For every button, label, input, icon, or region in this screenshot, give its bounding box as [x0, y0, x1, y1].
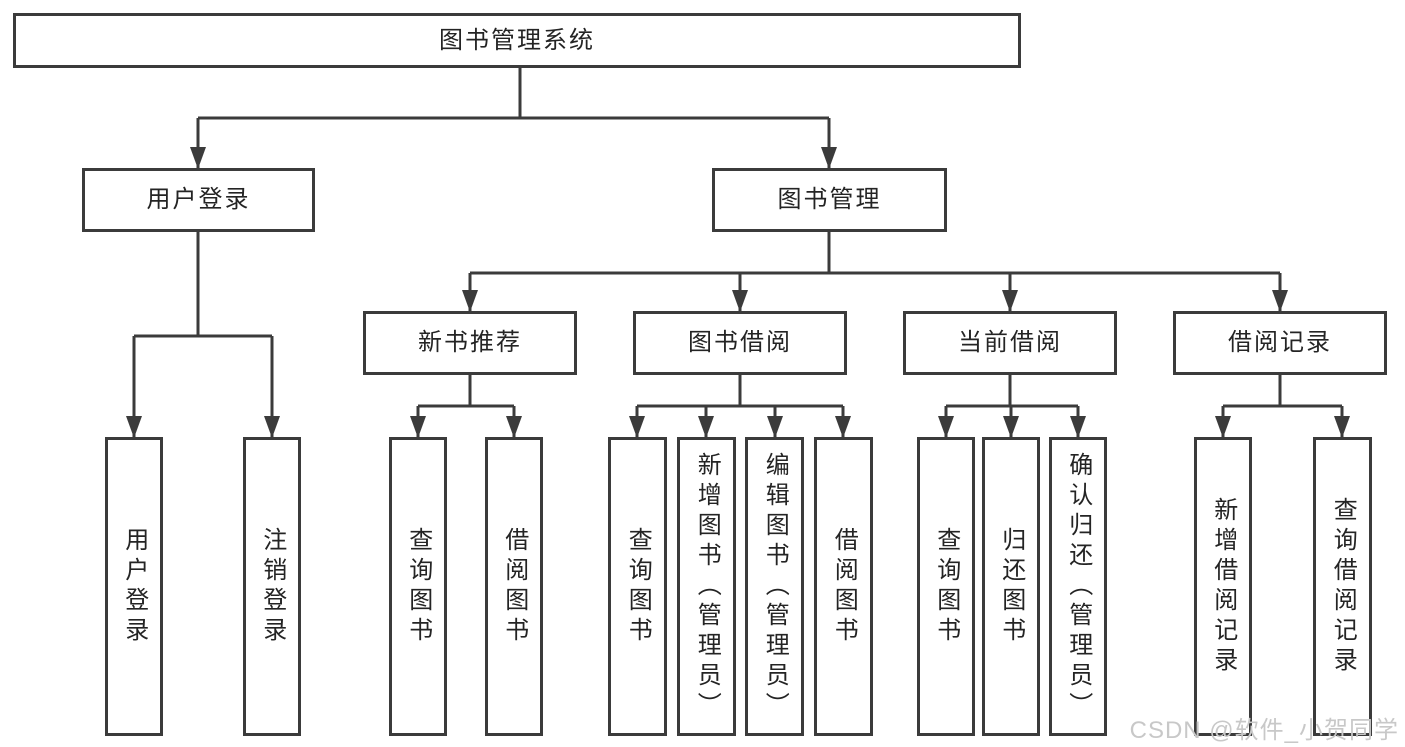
node-label: 用户登录: [120, 526, 148, 647]
node-label: 查询图书: [624, 526, 652, 647]
node-label: 图书管理: [777, 186, 882, 214]
node-label: 注销登录: [258, 526, 286, 647]
node-label: 查询图书: [404, 526, 432, 647]
node-leaf-return-book: 归还图书: [982, 437, 1040, 736]
node-label: 新增图书（管理员）: [693, 451, 721, 722]
node-label: 借阅图书: [500, 526, 528, 647]
node-leaf-confirm-return-admin: 确认归还（管理员）: [1049, 437, 1107, 736]
node-leaf-query-book-recommend: 查询图书: [389, 437, 447, 736]
node-label: 新增借阅记录: [1209, 496, 1237, 677]
node-label: 用户登录: [146, 186, 251, 214]
node-label: 确认归还（管理员）: [1064, 451, 1092, 722]
node-root: 图书管理系统: [13, 13, 1021, 68]
watermark: CSDN @软件_小贺同学: [1129, 717, 1399, 744]
node-leaf-edit-book-admin: 编辑图书（管理员）: [745, 437, 804, 736]
node-book-management: 图书管理: [712, 168, 947, 232]
node-label: 图书管理系统: [439, 26, 595, 54]
node-label: 图书借阅: [688, 329, 792, 357]
node-leaf-borrow-book-recommend: 借阅图书: [485, 437, 543, 736]
node-book-borrow: 图书借阅: [633, 311, 847, 375]
node-user-login: 用户登录: [82, 168, 315, 232]
node-label: 归还图书: [997, 526, 1025, 647]
node-label: 当前借阅: [958, 329, 1062, 357]
node-label: 编辑图书（管理员）: [761, 451, 789, 722]
node-leaf-add-borrow-record: 新增借阅记录: [1194, 437, 1252, 736]
node-leaf-query-book-current: 查询图书: [917, 437, 975, 736]
node-label: 借阅图书: [830, 526, 858, 647]
node-leaf-user-login: 用户登录: [105, 437, 163, 736]
node-label: 查询借阅记录: [1329, 496, 1357, 677]
node-label: 借阅记录: [1228, 329, 1332, 357]
node-leaf-query-borrow-record: 查询借阅记录: [1313, 437, 1372, 736]
node-leaf-borrow-book: 借阅图书: [814, 437, 873, 736]
node-leaf-logout: 注销登录: [243, 437, 301, 736]
edges-group: [126, 68, 1350, 438]
node-new-book-recommend: 新书推荐: [363, 311, 577, 375]
node-label: 查询图书: [932, 526, 960, 647]
node-current-borrow: 当前借阅: [903, 311, 1117, 375]
node-borrow-record: 借阅记录: [1173, 311, 1387, 375]
node-leaf-query-book-borrow: 查询图书: [608, 437, 667, 736]
node-leaf-add-book-admin: 新增图书（管理员）: [677, 437, 736, 736]
node-label: 新书推荐: [418, 329, 522, 357]
